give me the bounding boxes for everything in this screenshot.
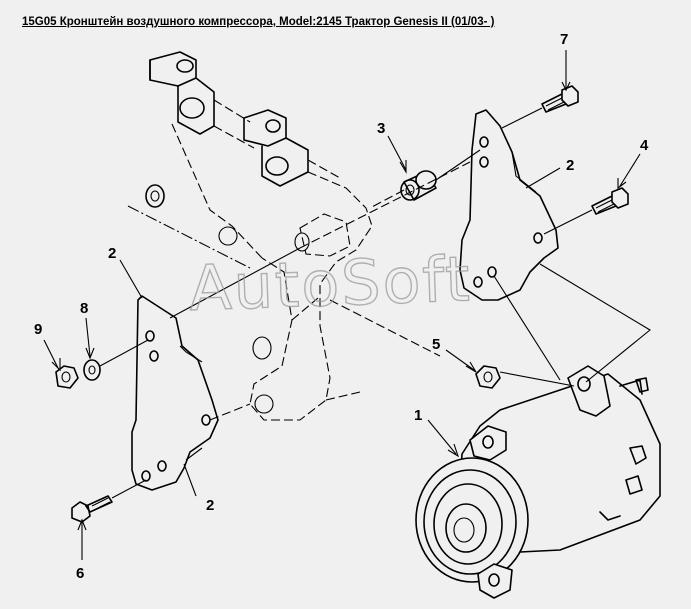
- leader-lines: [43, 50, 641, 560]
- page-title: 15G05 Кронштейн воздушного компрессора, …: [22, 16, 495, 28]
- assembly-lines: [99, 107, 651, 499]
- bolt-4: [591, 187, 629, 215]
- bolt-7: [541, 85, 579, 113]
- callout-4: 4: [640, 137, 649, 154]
- callout-7: 7: [560, 31, 568, 48]
- nut-5: [475, 365, 501, 389]
- callout-5: 5: [432, 336, 440, 353]
- callout-8: 8: [80, 300, 88, 317]
- engine-frame: [145, 51, 373, 421]
- callout-6: 6: [76, 565, 84, 582]
- callout-2-right: 2: [566, 157, 574, 174]
- right-bracket: [459, 109, 559, 301]
- callout-9: 9: [34, 321, 42, 338]
- spacer-sleeve: [400, 170, 437, 201]
- callout-3: 3: [377, 120, 385, 137]
- nut-9: [55, 365, 79, 389]
- callout-1: 1: [414, 407, 422, 424]
- callout-2-left-bottom: 2: [206, 497, 214, 514]
- callout-2-left-top: 2: [108, 245, 116, 262]
- watermark-logo: AutoSoft: [188, 242, 473, 325]
- washer-8: [83, 359, 101, 381]
- left-bracket: [131, 295, 219, 491]
- bolt-6: [71, 495, 113, 523]
- air-compressor: [415, 365, 661, 599]
